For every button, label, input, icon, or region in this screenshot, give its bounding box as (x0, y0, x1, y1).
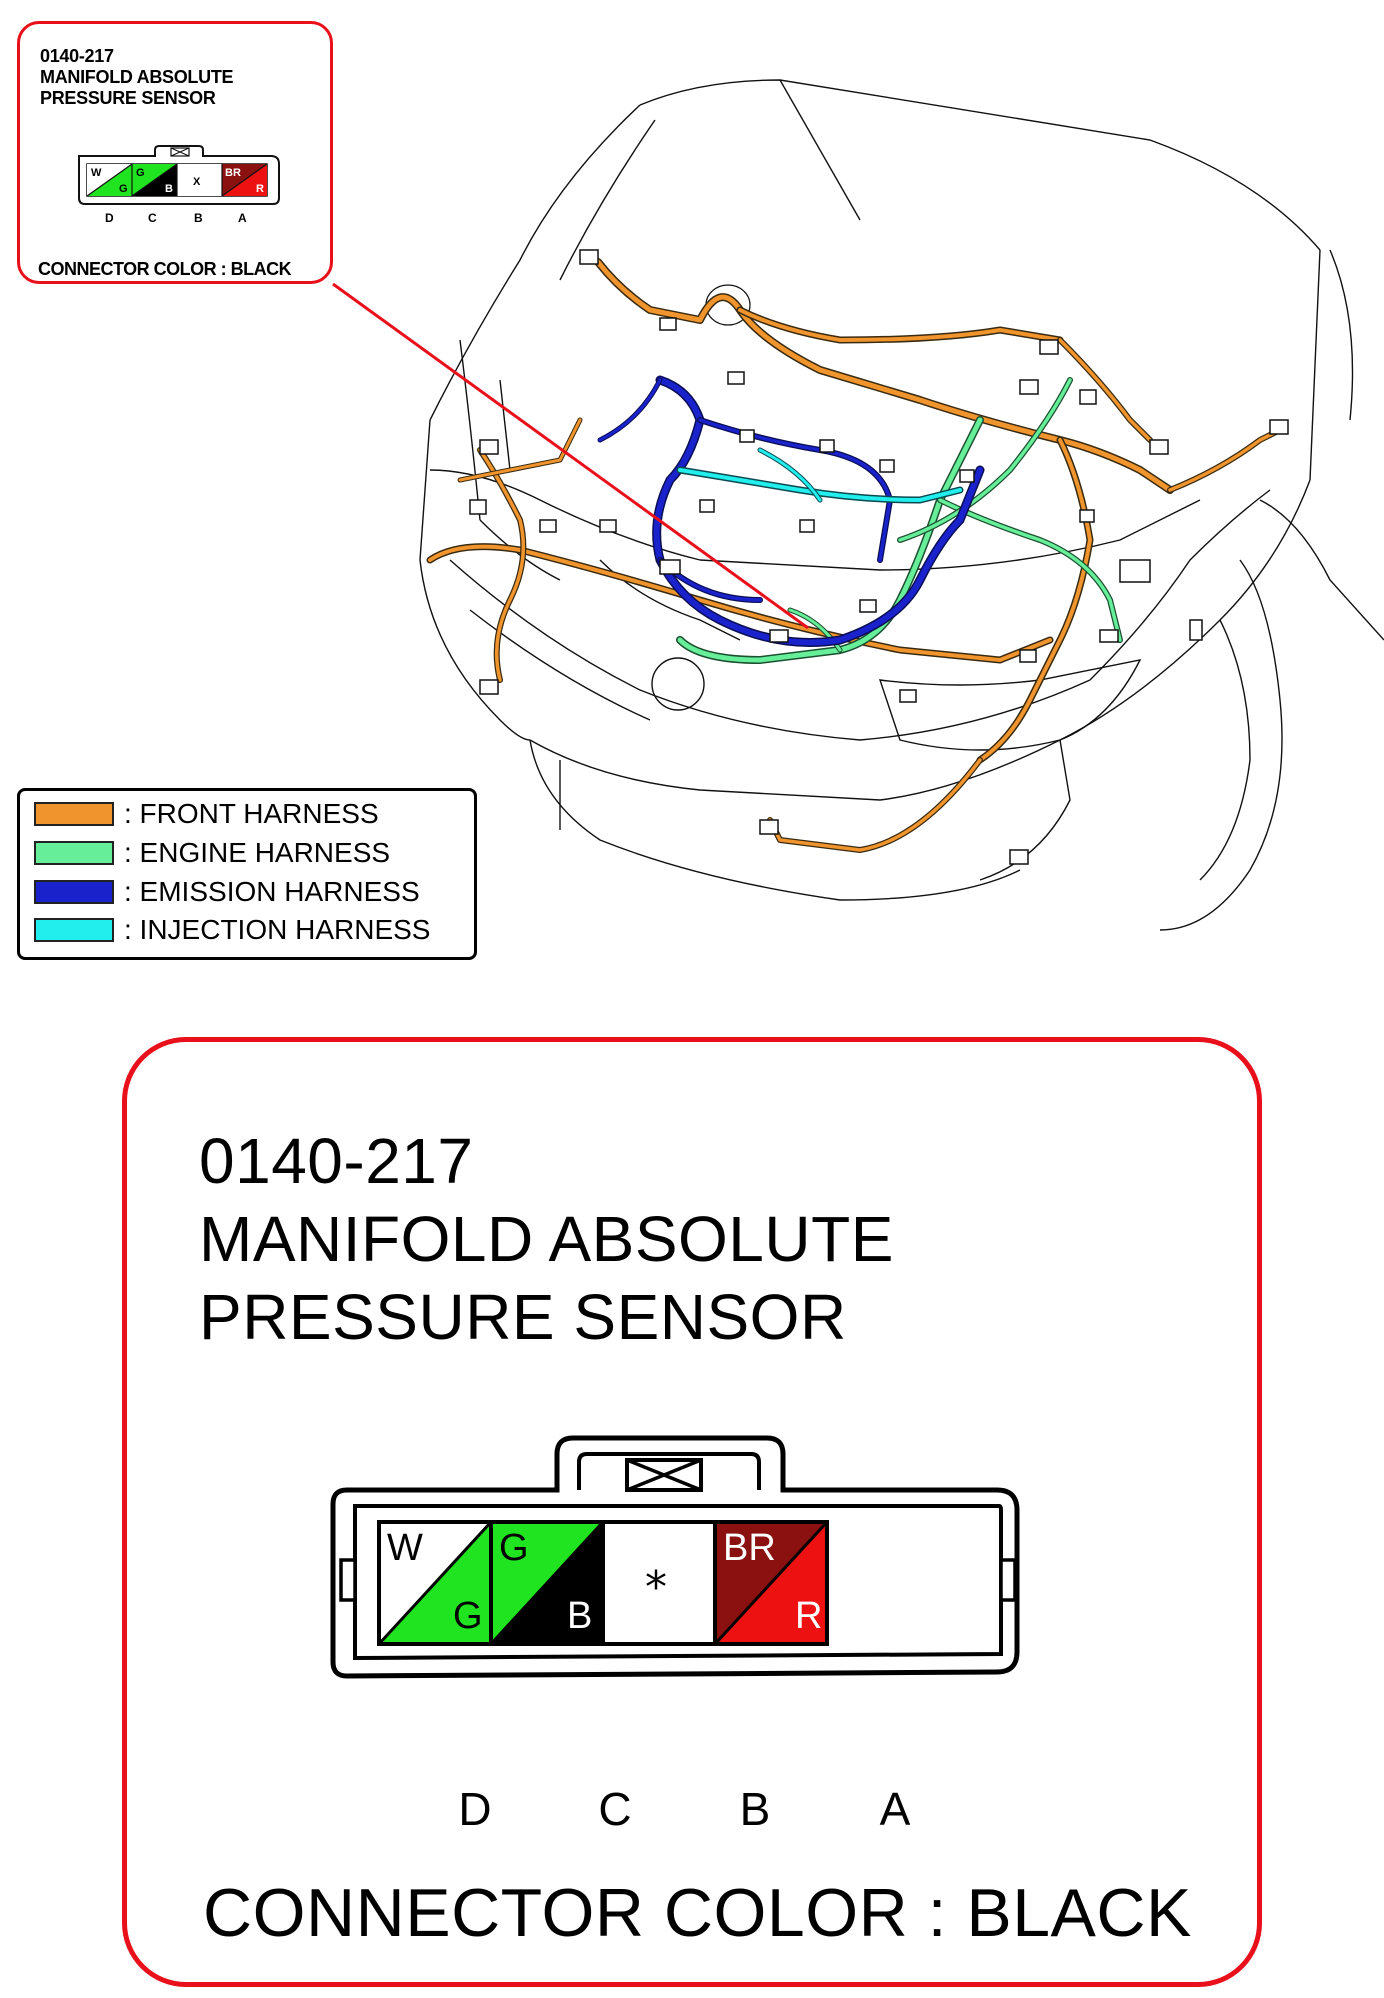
small-connector-name-line1: MANIFOLD ABSOLUTE (40, 67, 234, 87)
pin-d-cavity: W G (377, 1520, 493, 1646)
svg-text:G: G (119, 183, 128, 195)
svg-text:W: W (91, 167, 102, 179)
small-pin-label-d: D (105, 211, 114, 225)
svg-text:R: R (256, 183, 264, 195)
pin-c-wire-top: G (499, 1527, 529, 1569)
injection-harness-route (676, 447, 964, 504)
front-harness-route (426, 258, 1283, 853)
emission-harness-route (597, 375, 985, 647)
latch-icon (625, 1458, 703, 1492)
vehicle-outline (419, 79, 1384, 931)
legend-label-engine: : ENGINE HARNESS (124, 837, 391, 868)
pin-d-wire-top: W (387, 1527, 423, 1569)
fog-lamp (651, 657, 705, 711)
connector-color: CONNECTOR COLOR : BLACK (203, 1875, 1192, 1951)
small-connector-callout: 0140-217 MANIFOLD ABSOLUTE PRESSURE SENS… (17, 21, 333, 284)
legend-item-front: : FRONT HARNESS (34, 798, 379, 829)
engine-harness-route (676, 377, 1123, 665)
small-connector-face: W G G B X BR R D C B A (78, 145, 280, 225)
small-pin-b-symbol: X (193, 176, 201, 188)
pin-c-cavity: G B (489, 1520, 605, 1646)
small-pin-label-c: C (148, 211, 157, 225)
pin-a-wire-bottom: R (795, 1595, 822, 1637)
harness-connectors (469, 249, 1289, 865)
connector-name-line2: PRESSURE SENSOR (199, 1281, 847, 1353)
engine-bay-illustration (332, 79, 1384, 931)
pin-label-a: A (879, 1783, 911, 1835)
legend-item-injection: : INJECTION HARNESS (34, 914, 431, 945)
svg-text:B: B (165, 183, 173, 195)
leader-line (332, 282, 809, 630)
pin-letters: D C B A (127, 1782, 1257, 1842)
legend-item-emission: : EMISSION HARNESS (34, 876, 420, 907)
pin-c-wire-bottom: B (567, 1595, 592, 1637)
legend-swatch-engine (34, 841, 114, 865)
small-connector-name-line2: PRESSURE SENSOR (40, 88, 216, 108)
connector-face: W G G B * BR R (330, 1435, 1020, 1679)
small-pin-label-a: A (238, 211, 247, 225)
svg-text:G: G (136, 167, 145, 179)
harness-legend: : FRONT HARNESS : ENGINE HARNESS : EMISS… (17, 788, 477, 960)
legend-swatch-front (34, 802, 114, 826)
pin-label-d: D (458, 1783, 492, 1835)
connector-code: 0140-217 (199, 1125, 474, 1197)
pin-d-wire-bottom: G (453, 1595, 483, 1637)
pin-a-wire-top: BR (723, 1527, 776, 1569)
legend-label-emission: : EMISSION HARNESS (124, 876, 420, 907)
small-connector-code: 0140-217 (40, 46, 114, 66)
connector-detail-panel: 0140-217 MANIFOLD ABSOLUTE PRESSURE SENS… (122, 1037, 1262, 1987)
svg-text:BR: BR (225, 167, 241, 179)
legend-swatch-emission (34, 880, 114, 904)
legend-label-front: : FRONT HARNESS (124, 798, 379, 829)
pin-label-b: B (739, 1783, 771, 1835)
legend-swatch-injection (34, 918, 114, 942)
pin-b-symbol: * (645, 1562, 667, 1613)
pin-b-cavity: * (603, 1522, 715, 1644)
connector-name-line1: MANIFOLD ABSOLUTE (199, 1203, 894, 1275)
pin-label-c: C (598, 1783, 632, 1835)
pin-a-cavity: BR R (713, 1520, 829, 1646)
small-pin-label-b: B (194, 211, 203, 225)
legend-item-engine: : ENGINE HARNESS (34, 837, 391, 868)
small-connector-color: CONNECTOR COLOR : BLACK (38, 259, 292, 279)
legend-label-injection: : INJECTION HARNESS (124, 914, 431, 945)
